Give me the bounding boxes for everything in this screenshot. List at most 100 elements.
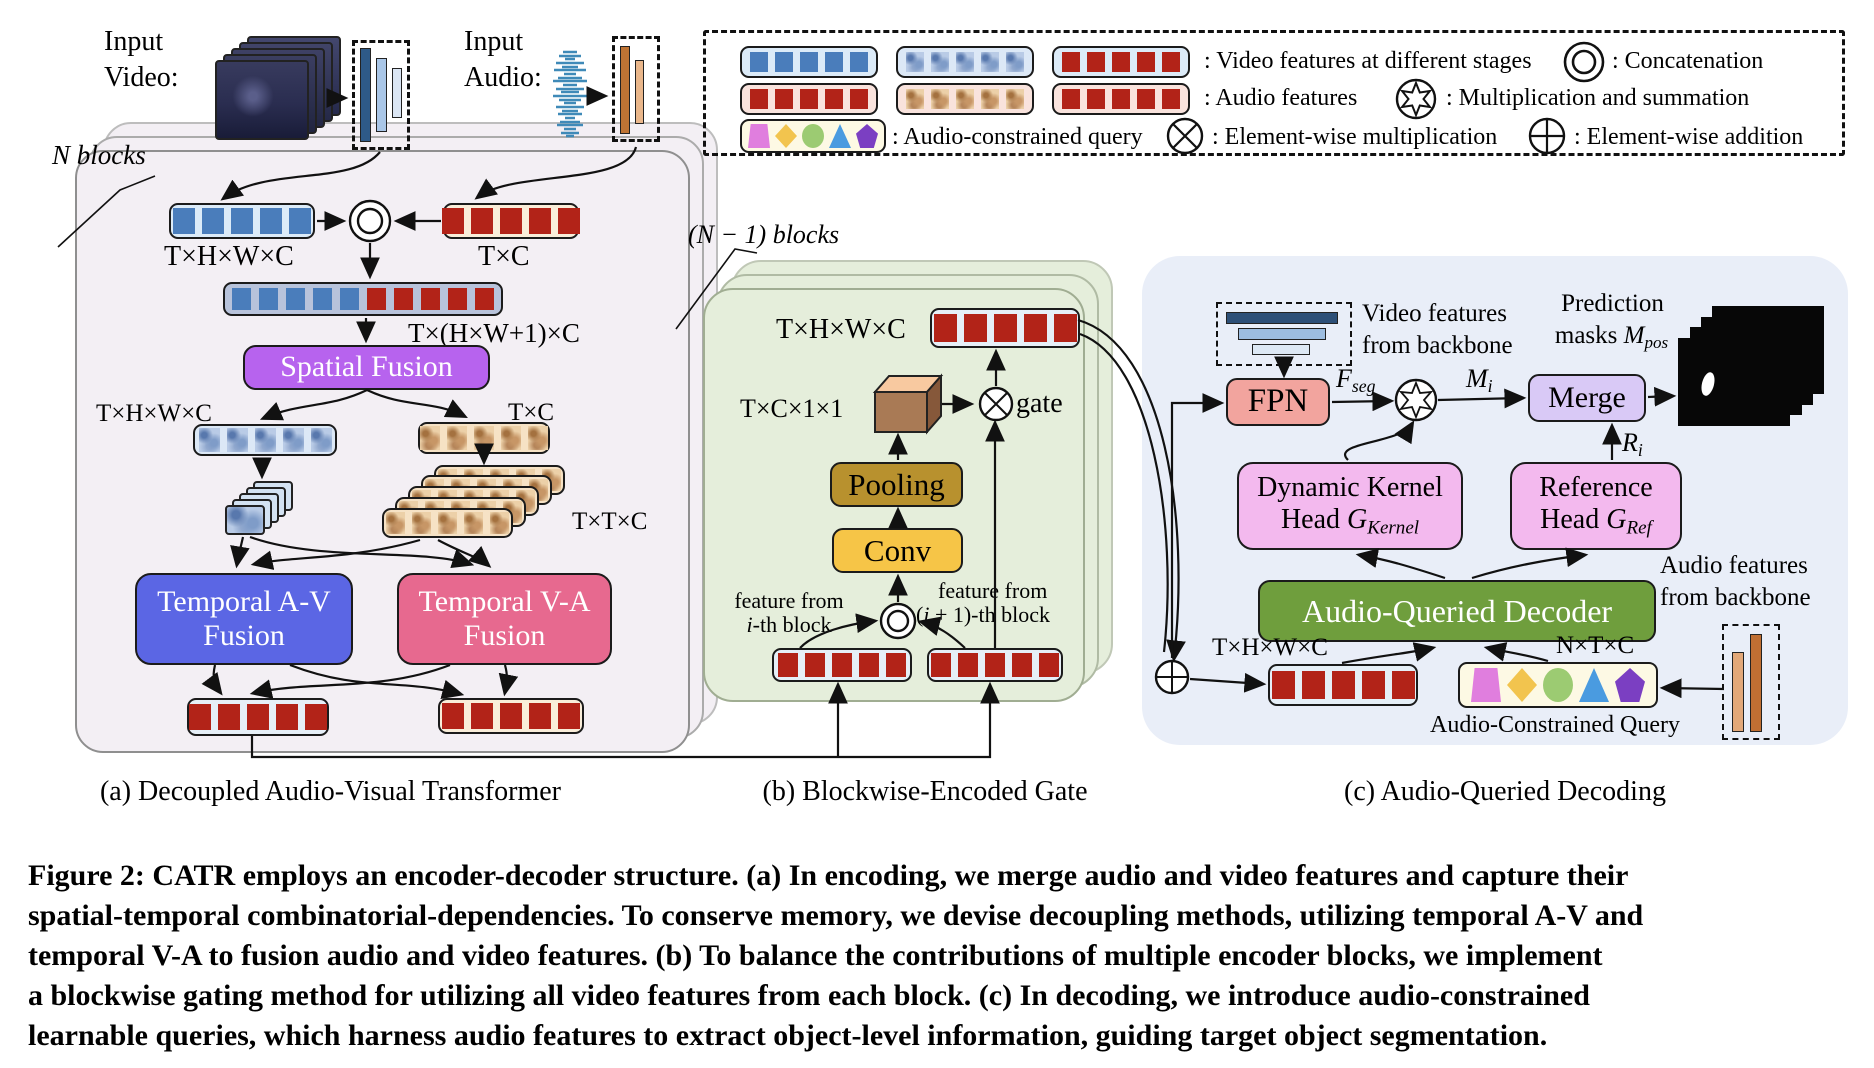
feature-square — [501, 426, 521, 450]
dim-label-b-top: T×H×W×C — [776, 314, 906, 345]
backbone-bar-light — [1252, 344, 1310, 355]
spatial-fusion-box: Spatial Fusion — [243, 345, 490, 390]
feature-square — [421, 288, 440, 310]
feature-square — [276, 704, 298, 730]
legend-strip-audio-3 — [1052, 83, 1190, 115]
feature-square — [1062, 52, 1080, 72]
merge-box: Merge — [1528, 374, 1646, 422]
mi-label: Mi — [1466, 364, 1493, 396]
fpn-box: FPN — [1226, 378, 1330, 426]
feature-square — [247, 704, 269, 730]
feature-square — [386, 512, 405, 534]
audio-constrained-query-label: Audio-Constrained Query — [1430, 712, 1680, 738]
query-shape — [802, 124, 824, 148]
feature-square — [993, 314, 1017, 342]
feature-square — [931, 52, 949, 72]
feature-square — [305, 704, 327, 730]
legend-concatenation-label: : Concatenation — [1612, 48, 1764, 74]
feature-i-label-2: i-th block — [746, 612, 832, 637]
backbone-bar-dark — [1226, 312, 1338, 324]
audio-backbone-bar-light — [1732, 652, 1744, 732]
feature-square — [1087, 52, 1105, 72]
feature-square — [832, 653, 852, 677]
video-backbone-label-2: from backbone — [1362, 332, 1513, 359]
figure-caption-line-4: a blockwise gating method for utilizing … — [28, 979, 1590, 1012]
legend-query-label: : Audio-constrained query — [892, 124, 1143, 150]
feature-i1-label: feature from — [938, 578, 1048, 603]
input-audio-label-2: Audio: — [464, 62, 542, 93]
feature-square — [528, 426, 548, 450]
fseg-label: Fseg — [1336, 364, 1376, 396]
feature-square — [173, 208, 195, 234]
feature-square — [750, 89, 768, 109]
dim-label-c-thwc: T×H×W×C — [1212, 634, 1328, 661]
feature-square — [906, 89, 924, 109]
feature-square — [1053, 314, 1077, 342]
caption-panel-c: (c) Audio-Queried Decoding — [1344, 776, 1666, 807]
legend-strip-audio-1 — [740, 83, 878, 115]
feature-square — [825, 89, 843, 109]
audio-backbone-box — [1722, 624, 1780, 740]
legend-strip-audio-2 — [896, 83, 1034, 115]
audio-backbone-label-2: from backbone — [1660, 584, 1811, 611]
figure-caption-line-1: Figure 2: CATR employs an encoder-decode… — [28, 859, 1629, 892]
audio-bar-dark — [620, 46, 630, 134]
feature-square — [1301, 671, 1325, 699]
query-shape — [748, 124, 770, 148]
caption-panel-b: (b) Blockwise-Encoded Gate — [762, 776, 1088, 807]
video-bar-dark — [360, 48, 371, 142]
feature-square — [859, 653, 879, 677]
legend-audio-features-label: : Audio features — [1204, 85, 1358, 111]
backbone-bar-mid — [1238, 328, 1326, 340]
audio-queried-decoder-box: Audio-Queried Decoder — [1258, 580, 1656, 642]
feature-square — [420, 426, 440, 450]
feature-square — [231, 208, 253, 234]
feature-square — [1361, 671, 1385, 699]
feature-square — [471, 208, 493, 234]
feature-square — [1006, 52, 1024, 72]
gate-label: gate — [1016, 388, 1063, 419]
input-video-label-2: Video: — [104, 62, 179, 93]
feature-square — [1023, 314, 1047, 342]
input-video-label: Input — [104, 26, 164, 57]
figure-caption-line-2: spatial-temporal combinatorial-dependenc… — [28, 899, 1644, 932]
feature-square — [778, 653, 798, 677]
feature-square — [1012, 653, 1032, 677]
legend-strip-video-late — [1052, 46, 1190, 78]
feature-square — [475, 288, 494, 310]
feature-square — [1112, 52, 1130, 72]
feature-square — [825, 52, 843, 72]
feature-square — [981, 52, 999, 72]
feature-i1-label-2: (i + 1)-th block — [916, 602, 1051, 627]
feature-i-label: feature from — [734, 588, 844, 613]
query-shape — [1507, 668, 1537, 702]
feature-square — [202, 208, 224, 234]
dim-label-cube: T×C×1×1 — [740, 394, 844, 423]
conv-box: Conv — [832, 528, 963, 573]
audio-feature-strip — [442, 203, 580, 239]
dim-label-ttc: T×T×C — [572, 508, 648, 535]
feature-square — [260, 208, 282, 234]
feature-square — [218, 704, 240, 730]
feature-square — [805, 653, 825, 677]
feature-square — [558, 208, 580, 234]
feature-square — [956, 89, 974, 109]
feature-square — [1112, 89, 1130, 109]
concatenation-icon — [1563, 41, 1605, 83]
feature-square — [394, 288, 413, 310]
feature-square — [800, 89, 818, 109]
feature-square — [471, 703, 493, 729]
legend-elem-mult-label: : Element-wise multiplication — [1212, 124, 1498, 150]
feature-square — [282, 428, 304, 452]
reference-head-box: Reference Head GRef — [1510, 462, 1682, 550]
encoded-feature-strip-c — [1268, 664, 1418, 706]
feature-square — [310, 428, 332, 452]
prediction-mask-front — [1678, 338, 1790, 426]
feature-square — [1271, 671, 1295, 699]
element-wise-multiplication-icon — [1166, 117, 1204, 155]
pooling-box: Pooling — [830, 462, 963, 507]
prediction-masks-label-2: masks Mpos — [1554, 322, 1669, 352]
gated-feature-strip — [930, 308, 1080, 348]
feature-square — [442, 208, 464, 234]
